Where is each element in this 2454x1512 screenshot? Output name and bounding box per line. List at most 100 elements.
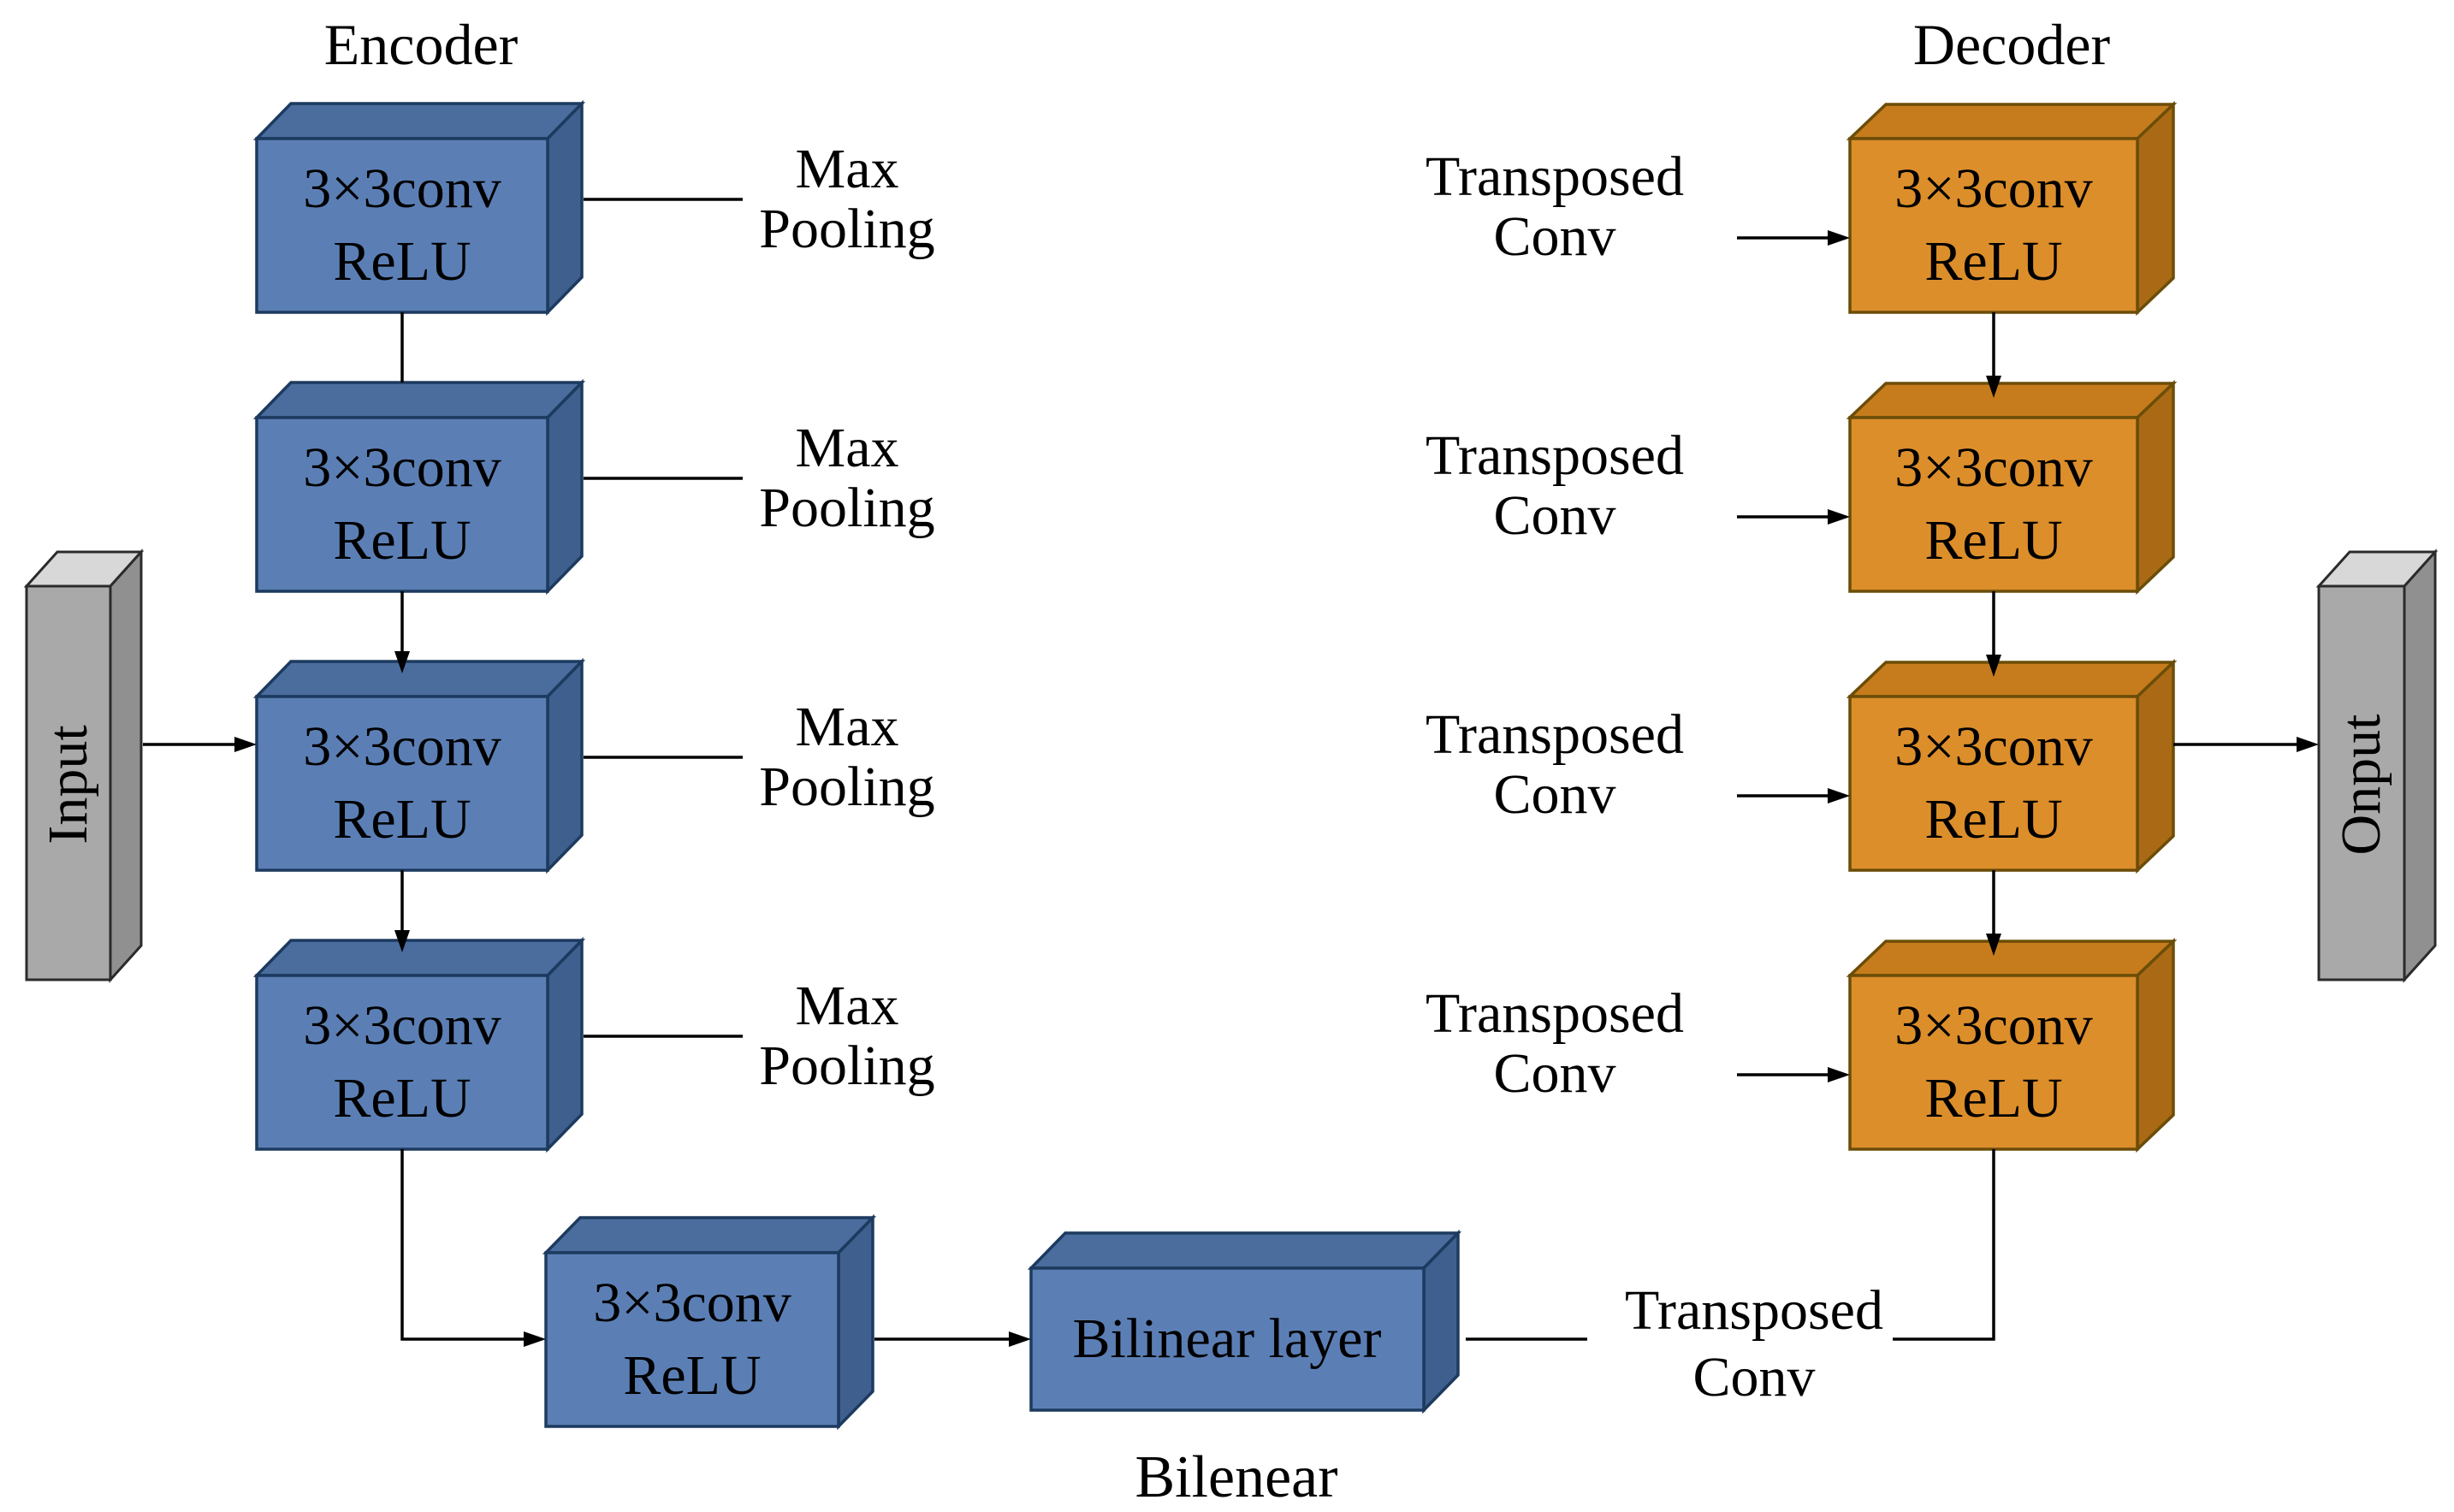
output-arrow	[2173, 737, 2319, 752]
bottleneck-conv-face	[544, 1251, 840, 1428]
encoder-block-3	[252, 657, 586, 875]
encoder-block-2-label-line2: ReLU	[333, 509, 471, 572]
decoder-upsample-arrowhead-4	[1828, 1067, 1850, 1082]
decoder-block-3	[1846, 658, 2178, 875]
decoder-block-2-side	[2136, 379, 2175, 596]
decoder-arrow-3-4	[1986, 870, 2001, 956]
decoder-upsample-arrowhead-3	[1828, 788, 1850, 803]
decoder-block-4-side	[2136, 937, 2175, 1153]
encoder-block-4-top	[252, 939, 586, 977]
transposed-elbow-line	[1893, 1149, 1995, 1341]
encoder-block-1-label-line1: 3×3conv	[303, 157, 501, 220]
decoder-title: Decoder	[1912, 12, 2111, 77]
encoder-block-1-top	[252, 102, 586, 140]
bottom-transposed-label-line2: Conv	[1692, 1346, 1816, 1408]
input-arrowhead	[234, 737, 257, 752]
decoder-block-3-label-line2: ReLU	[1924, 788, 2063, 851]
decoder-block-4-top	[1846, 940, 2178, 977]
decoder-block-3-top	[1846, 661, 2178, 698]
encoder-block-3-label-line2: ReLU	[333, 788, 471, 851]
encoder-block-1-face	[255, 137, 549, 314]
decoder-arrowhead-2-3	[1986, 655, 2001, 677]
decoder-block-4-label-line1: 3×3conv	[1894, 994, 2093, 1057]
decoder-block-3-side	[2136, 658, 2175, 875]
output-label: Onput	[2330, 714, 2392, 856]
decoder-block-2-label-line2: ReLU	[1924, 509, 2063, 572]
decoder-block-2-face	[1848, 416, 2139, 593]
upsample-label-1-line2: Conv	[1493, 205, 1616, 268]
encoder-block-3-label-line1: 3×3conv	[303, 715, 501, 778]
pool-label-3-line1: Max	[795, 696, 899, 758]
decoder-block-3-face	[1848, 695, 2139, 872]
encoder-block-1-label-line2: ReLU	[333, 230, 471, 293]
output-slab-side	[2403, 548, 2437, 983]
decoder-block-4-label-line2: ReLU	[1924, 1067, 2063, 1130]
bottom-transposed-label-line1: Transposed	[1625, 1279, 1883, 1342]
bottleneck-conv-block	[542, 1213, 877, 1431]
input-slab-side	[109, 548, 143, 983]
encoder-block-2-face	[255, 416, 549, 593]
decoder-upsample-arrow-4	[1737, 1067, 1850, 1082]
upsample-label-2-line2: Conv	[1493, 484, 1616, 547]
encoder-block-2	[252, 378, 586, 596]
input-slab	[23, 548, 145, 983]
encoder-block-2-side	[546, 378, 584, 596]
input-arrow	[143, 737, 257, 752]
encoder-block-3-side	[546, 657, 584, 875]
encoder-arrow-2-3	[394, 591, 410, 673]
decoder-block-2	[1846, 379, 2178, 596]
pool-label-1-line2: Pooling	[759, 198, 935, 260]
bottleneck-conv-top	[542, 1216, 877, 1254]
bottleneck-conv-label-line2: ReLU	[623, 1344, 762, 1407]
output-arrowhead	[2297, 737, 2319, 752]
encoder-block-3-top	[252, 660, 586, 698]
encoder-block-1-side	[546, 99, 584, 317]
conv-to-bilinear-arrowhead	[1009, 1331, 1031, 1347]
upsample-label-2-line1: Transposed	[1426, 424, 1684, 487]
upsample-label-3-line1: Transposed	[1426, 703, 1684, 766]
decoder-block-2-top	[1846, 382, 2178, 419]
bilinear-layer-label: Bilinear layer	[1072, 1307, 1382, 1370]
pool-label-1-line1: Max	[795, 138, 899, 200]
bottleneck-conv-side	[837, 1213, 874, 1431]
decoder-block-2-label-line1: 3×3conv	[1894, 436, 2093, 499]
bilinear-layer-block	[1027, 1229, 1462, 1414]
decoder-block-1-face	[1848, 137, 2139, 314]
decoder-block-3-label-line1: 3×3conv	[1894, 715, 2093, 778]
bilinear-layer-top	[1027, 1231, 1462, 1270]
decoder-upsample-arrow-2	[1737, 509, 1850, 525]
upsample-label-4-line2: Conv	[1493, 1042, 1616, 1105]
pool-label-4-line2: Pooling	[759, 1035, 935, 1097]
encoder-bottom-arrowhead	[524, 1331, 546, 1347]
pool-label-3-line2: Pooling	[759, 756, 935, 818]
pool-label-4-line1: Max	[795, 975, 899, 1037]
encoder-block-2-label-line1: 3×3conv	[303, 436, 501, 499]
encoder-block-4-face	[255, 974, 549, 1151]
bilinear-caption: Bilenear	[1135, 1444, 1338, 1510]
decoder-arrow-1-2	[1986, 312, 2001, 398]
decoder-block-4	[1846, 937, 2178, 1153]
bottleneck-conv-label-line1: 3×3conv	[593, 1272, 791, 1334]
encoder-block-4-side	[546, 936, 584, 1153]
decoder-block-1-side	[2136, 100, 2175, 317]
upsample-label-3-line2: Conv	[1493, 763, 1616, 826]
decoder-upsample-arrow-1	[1737, 230, 1850, 246]
upsample-label-1-line1: Transposed	[1426, 145, 1684, 208]
encoder-block-4-label-line1: 3×3conv	[303, 994, 501, 1057]
conv-to-bilinear-arrow	[874, 1331, 1031, 1347]
decoder-block-1-label-line1: 3×3conv	[1894, 157, 2093, 220]
encoder-arrow-3-4	[394, 870, 410, 952]
decoder-block-1-label-line2: ReLU	[1924, 230, 2063, 293]
decoder-arrowhead-1-2	[1986, 376, 2001, 398]
decoder-block-4-face	[1848, 974, 2139, 1151]
encoder-arrowhead-3-4	[394, 930, 410, 952]
input-slab-face	[25, 584, 112, 981]
pool-label-2-line2: Pooling	[759, 477, 935, 539]
decoder-block-1-top	[1846, 103, 2178, 140]
encoder-block-1	[252, 99, 586, 317]
encoder-arrowhead-2-3	[394, 651, 410, 673]
decoder-arrowhead-3-4	[1986, 934, 2001, 956]
pool-label-2-line1: Max	[795, 417, 899, 479]
